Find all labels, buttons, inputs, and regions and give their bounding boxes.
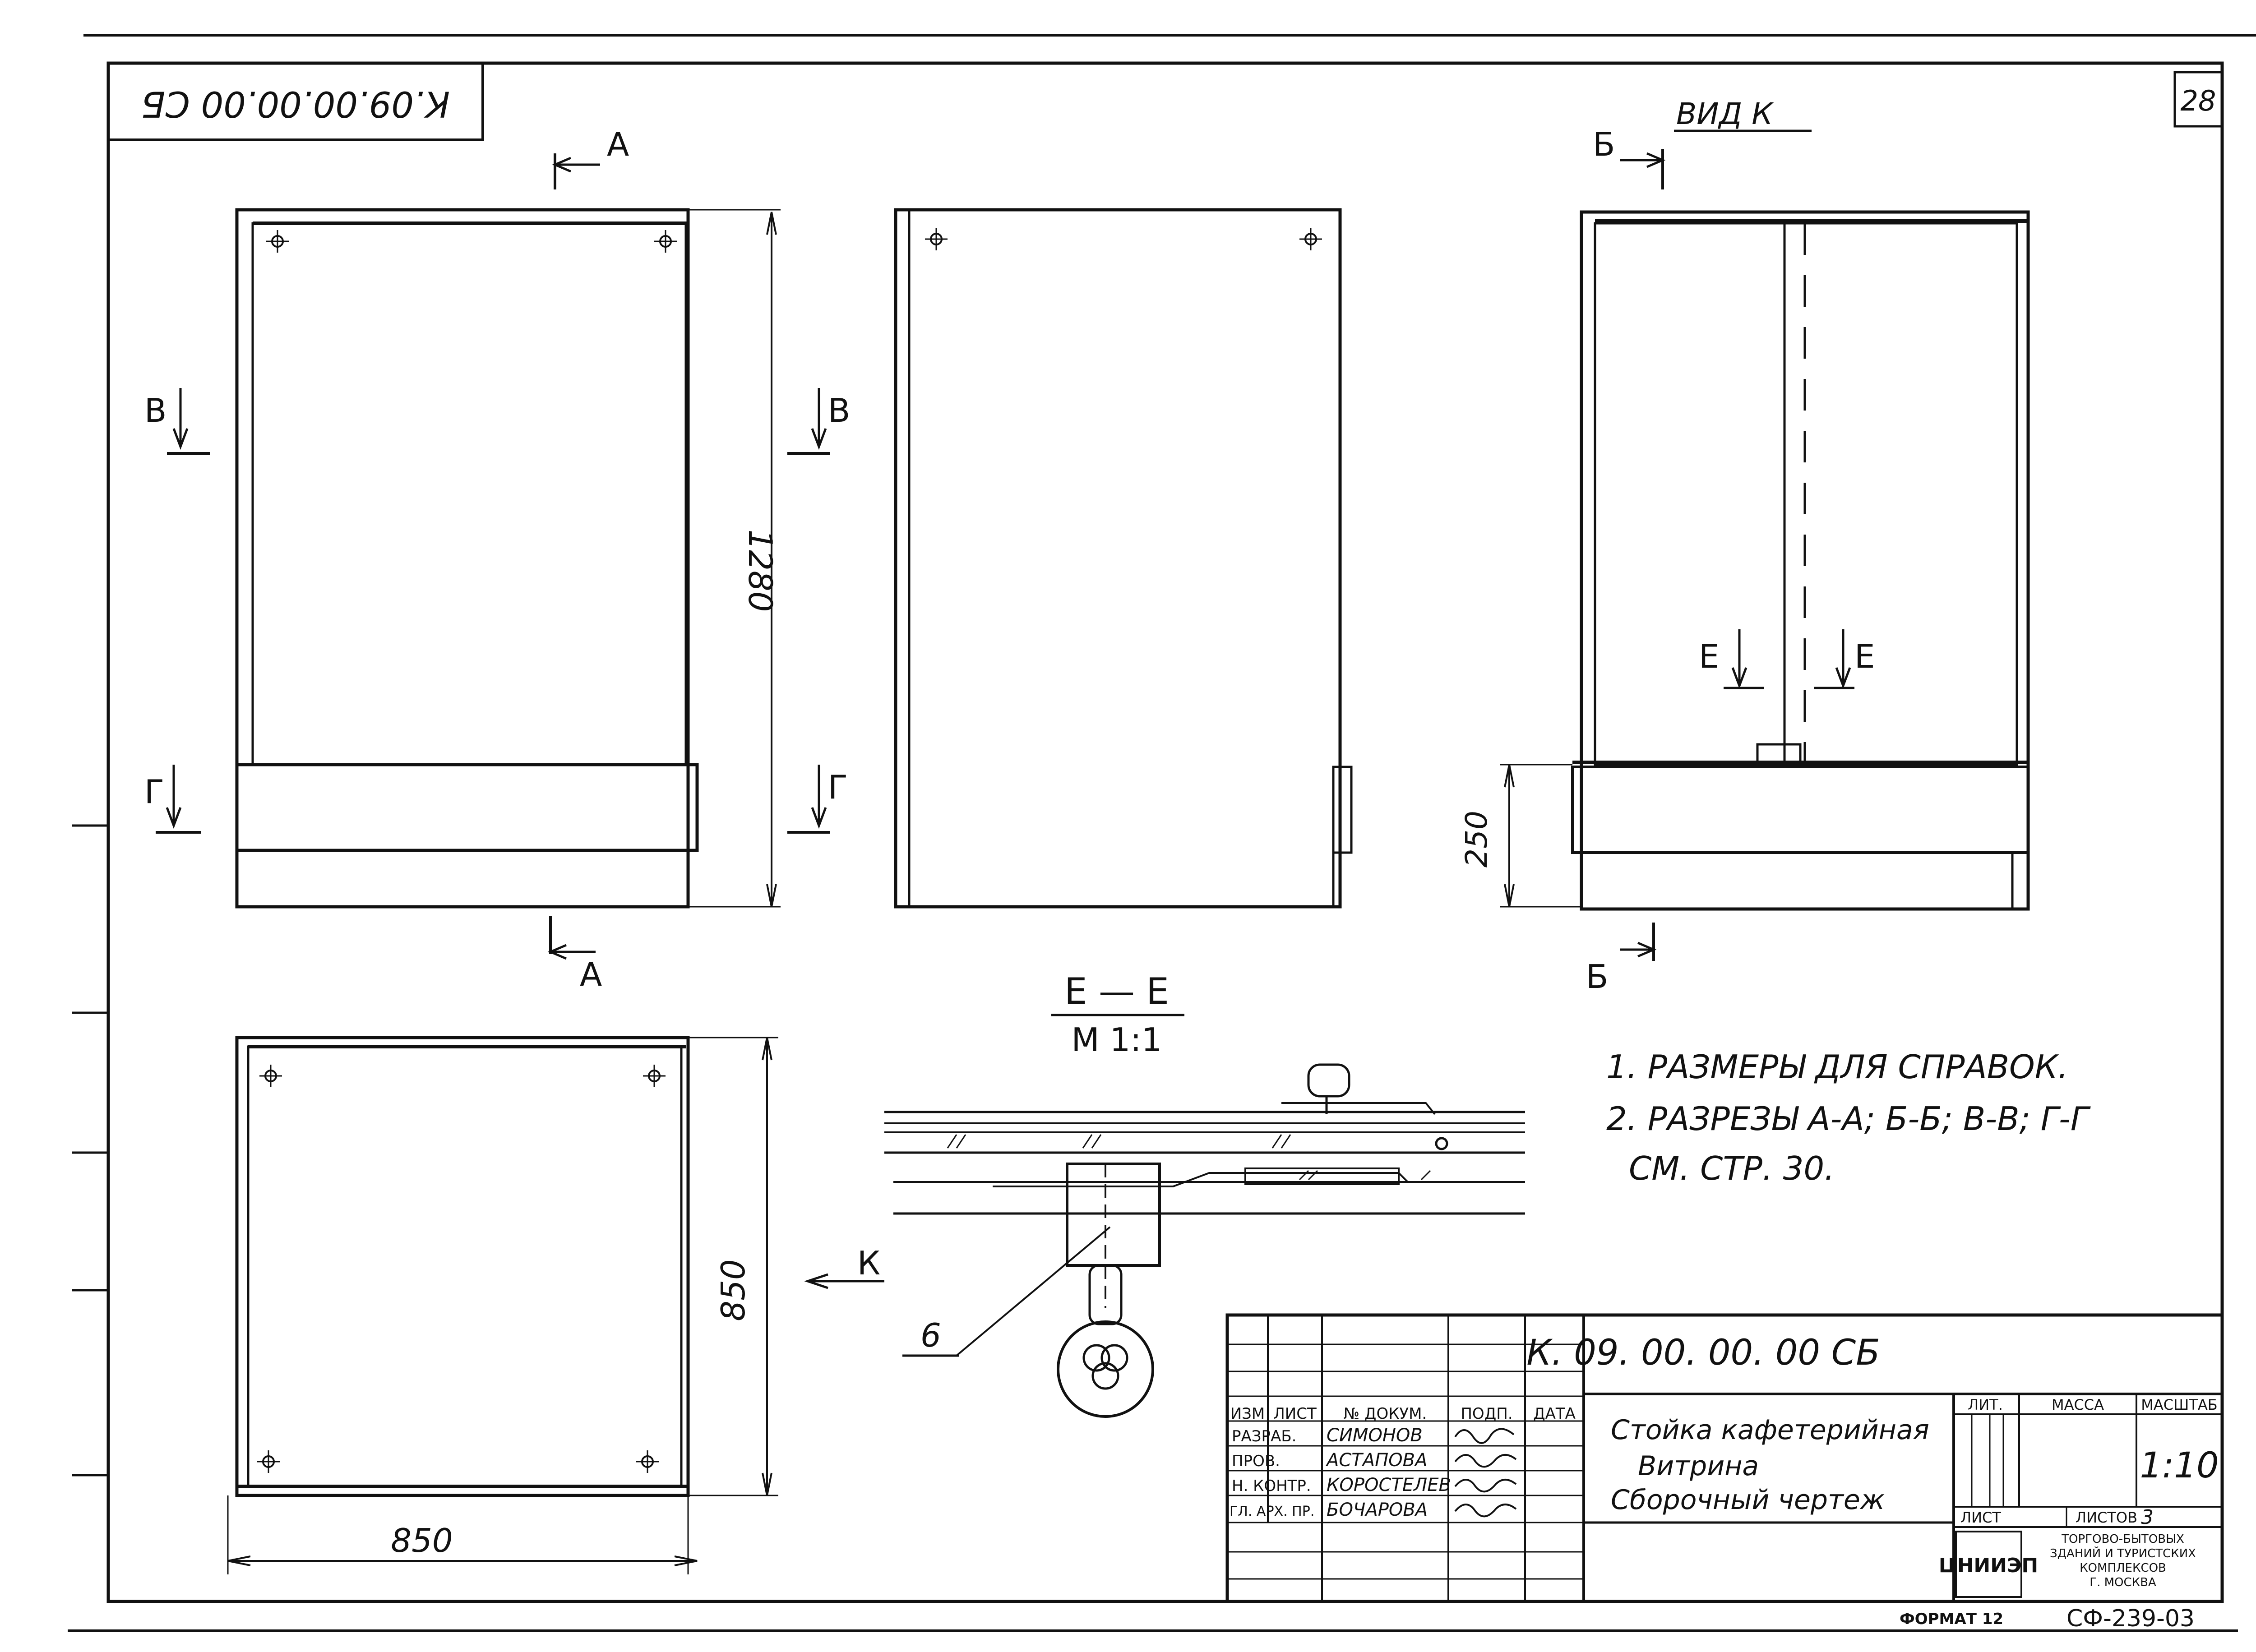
callout-6: 6 — [920, 1316, 941, 1354]
dimension-250: 250 — [1459, 764, 1581, 908]
hdr-podp: ПОДП. — [1461, 1405, 1512, 1423]
hdr-list: ЛИСТ — [1273, 1405, 1317, 1423]
scale-value: 1:10 — [2140, 1445, 2219, 1486]
note-1: 1. РАЗМЕРЫ ДЛЯ СПРАВОК. — [1606, 1048, 2068, 1086]
fastener-marks — [266, 230, 677, 253]
fastener-marks — [925, 228, 1322, 250]
title-block: ИЗМ ЛИСТ № ДОКУМ. ПОДП. ДАТА РАЗРАБ. СИМ… — [1225, 1313, 2224, 1603]
note-2b: СМ. СТР. 30. — [1629, 1149, 1835, 1187]
section-e-right-label: Е — [1854, 637, 1875, 675]
arrow-k-label: К — [857, 1244, 880, 1282]
role-razrab: РАЗРАБ. — [1232, 1427, 1296, 1445]
section-v-left-label: В — [144, 392, 166, 429]
corner-code-box: К.09.00.00.00 СБ — [107, 62, 484, 141]
name-line-3: Сборочный чертеж — [1611, 1484, 1885, 1516]
section-a-bottom-label: А — [580, 955, 602, 993]
org-line-2: ЗДАНИЙ И ТУРИСТСКИХ — [2050, 1546, 2196, 1560]
section-g-left-label: Г — [144, 773, 164, 811]
section-a-top-label: А — [607, 125, 629, 163]
detail-e-e: Е — Е М 1:1 — [884, 970, 1525, 1418]
format-label: ФОРМАТ 12 — [1900, 1610, 2003, 1628]
organization-logo: ЦНИИЭП ТОРГОВО-БЫТОВЫХ ЗДАНИЙ И ТУРИСТСК… — [1939, 1531, 2196, 1598]
dimension-1280-label: 1280 — [741, 529, 779, 612]
section-g-marks: Г Г — [144, 765, 848, 834]
dimension-850-width-label: 850 — [391, 1522, 453, 1560]
name-bocharova: БОЧАРОВА — [1327, 1500, 1428, 1520]
plan-view: 850 850 К — [227, 1036, 884, 1574]
dimension-250-label: 250 — [1459, 811, 1494, 868]
side-view — [894, 208, 1353, 909]
front-view: 1280 А А В В Г — [144, 125, 850, 993]
mass-header: МАССА — [2052, 1396, 2104, 1413]
section-a-marks: А А — [547, 125, 629, 993]
hdr-data: ДАТА — [1533, 1405, 1576, 1423]
name-line-2: Витрина — [1638, 1450, 1759, 1482]
section-g-right-label: Г — [828, 768, 848, 806]
org-logo-text: ЦНИИЭП — [1939, 1554, 2038, 1577]
sheets-value: 3 — [2141, 1506, 2154, 1529]
section-e-left-label: Е — [1699, 637, 1720, 675]
org-line-3: КОМПЛЕКСОВ — [2080, 1561, 2166, 1575]
sheets-label: ЛИСТОВ — [2076, 1509, 2137, 1526]
dimension-1280: 1280 — [688, 209, 781, 908]
hdr-ndoc: № ДОКУМ. — [1344, 1405, 1427, 1423]
section-b-marks: Б Б — [1586, 125, 1666, 996]
role-nkontr: Н. КОНТР. — [1232, 1477, 1311, 1495]
name-korostelev: КОРОСТЕЛЕВ — [1327, 1475, 1451, 1495]
role-glarh: ГЛ. АРХ. ПР. — [1230, 1504, 1314, 1519]
view-k-arrow: К — [804, 1244, 884, 1289]
sheet-label: ЛИСТ — [1960, 1509, 2001, 1526]
section-b-top-label: Б — [1593, 125, 1615, 163]
view-k-title: ВИД К — [1676, 97, 1774, 131]
note-2: 2. РАЗРЕЗЫ А-А; Б-Б; В-В; Г-Г — [1606, 1100, 2091, 1138]
signatures — [1454, 1428, 1517, 1518]
glass-hatch — [947, 1134, 1431, 1181]
role-prov: ПРОВ. — [1232, 1452, 1280, 1470]
lit-header: ЛИТ. — [1968, 1396, 2003, 1413]
designation: К. 09. 00. 00. 00 СБ — [1526, 1333, 1880, 1373]
section-v-right-label: В — [828, 392, 850, 429]
sheet-number-box: 28 — [2173, 71, 2224, 128]
section-v-marks: В В — [144, 388, 850, 455]
org-line-4: Г. МОСКВА — [2090, 1576, 2156, 1589]
dimension-850-depth: 850 — [688, 1037, 778, 1496]
section-b-bottom-label: Б — [1586, 958, 1608, 996]
detail-scale: М 1:1 — [1072, 1021, 1162, 1059]
sheet-frame — [68, 34, 2256, 1632]
org-line-1: ТОРГОВО-БЫТОВЫХ — [2061, 1532, 2184, 1546]
view-k: ВИД К 250 Б Б — [1459, 97, 2030, 996]
notes: 1. РАЗМЕРЫ ДЛЯ СПРАВОК. 2. РАЗРЕЗЫ А-А; … — [1606, 1048, 2091, 1187]
section-e-marks: Е Е — [1699, 629, 1875, 689]
hdr-izm: ИЗМ — [1230, 1405, 1265, 1423]
name-astapova: АСТАПОВА — [1325, 1450, 1427, 1471]
detail-title: Е — Е — [1064, 970, 1169, 1012]
dimension-850-depth-label: 850 — [714, 1259, 752, 1321]
name-line-1: Стойка кафетерийная — [1611, 1414, 1929, 1446]
dimension-850-width: 850 — [227, 1495, 698, 1574]
sheet-number: 28 — [2181, 84, 2216, 117]
corner-code-text: К.09.00.00.00 СБ — [141, 83, 450, 124]
scale-header: МАСШТАБ — [2141, 1396, 2217, 1413]
album-code: СФ-239-03 — [2066, 1605, 2195, 1632]
fastener-marks — [257, 1065, 666, 1473]
name-simonov: СИМОНОВ — [1327, 1425, 1423, 1446]
